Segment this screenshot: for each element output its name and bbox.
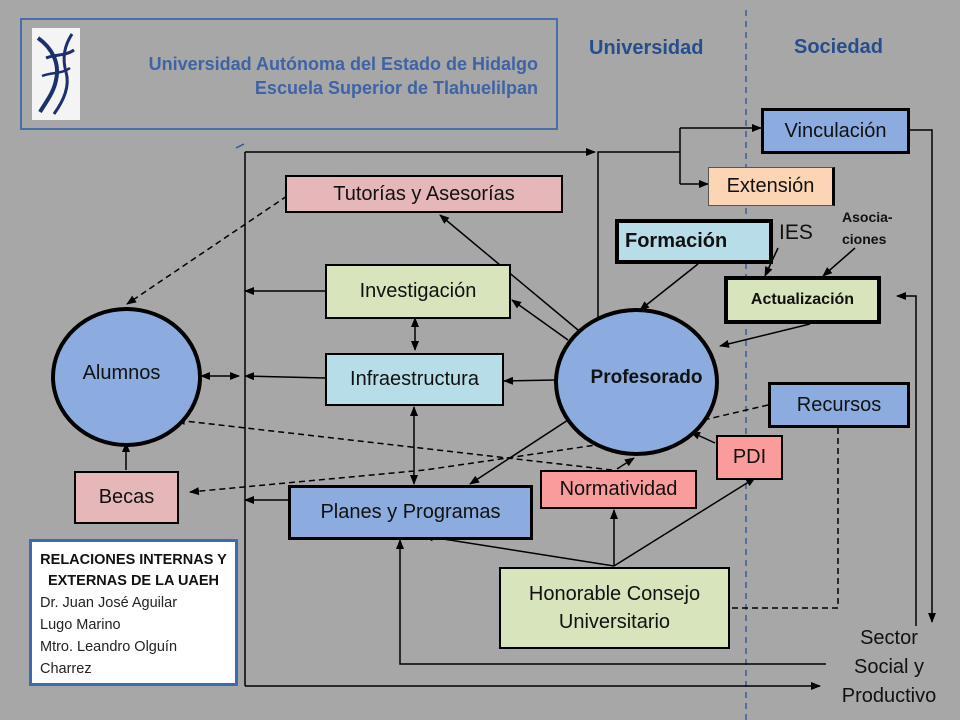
connector-recursos-alumnos <box>189 404 769 496</box>
phoenix-logo-icon <box>36 33 75 115</box>
connector-norm <box>616 457 635 470</box>
node-vinculacion: Vinculación <box>761 108 910 154</box>
node-alumnos: Alumnos <box>51 307 202 447</box>
node-planes: Planes y Programas <box>288 485 533 540</box>
connector-prof-inv <box>511 299 569 341</box>
credits-title: RELACIONES INTERNAS Y EXTERNAS DE LA UAE… <box>40 552 227 589</box>
university-logo <box>32 28 80 120</box>
connector-norm-alumnos <box>175 417 613 471</box>
connector-consejo-pdi <box>613 477 756 567</box>
alumnos-label: Alumnos <box>82 361 161 384</box>
connector-prof-planes <box>469 419 569 485</box>
connector-consejo-planes <box>423 533 615 567</box>
credits-line-2: Lugo Marino <box>40 617 121 633</box>
label-asociaciones: Asocia- ciones <box>842 209 893 247</box>
node-consejo: Honorable Consejo Universitario <box>499 567 730 649</box>
connector-sector-planes <box>396 539 826 665</box>
node-becas: Becas <box>74 471 179 524</box>
header-panel: Universidad Autónoma del Estado de Hidal… <box>20 18 558 130</box>
label-ies: IES <box>779 221 813 244</box>
node-pdi: PDI <box>716 435 783 480</box>
connector-recursos-down <box>730 428 839 609</box>
column-universidad: Universidad <box>589 37 704 59</box>
connector-formacion <box>639 263 699 311</box>
node-recursos: Recursos <box>768 382 910 428</box>
connector-sector-actual <box>896 292 917 626</box>
node-formacion: Formación <box>615 219 773 264</box>
node-infraestructura: Infraestructura <box>325 353 504 406</box>
node-extension: Extensión <box>708 167 835 206</box>
connector-prof-infra <box>503 376 557 385</box>
connector-infra <box>244 372 326 381</box>
node-profesorado: Profesorado <box>554 308 719 456</box>
connector-tutorias-alumnos <box>126 195 288 305</box>
connector-asoc <box>822 247 856 277</box>
credits-line-3: Mtro. Leandro Olguín <box>40 639 178 655</box>
credits-line-1: Dr. Juan José Aguilar <box>40 595 178 611</box>
university-name: Universidad Autónoma del Estado de Hidal… <box>148 54 538 74</box>
node-actualizacion: Actualización <box>724 276 881 324</box>
connector-prof-up <box>597 151 680 318</box>
header-title: Universidad Autónoma del Estado de Hidal… <box>149 52 538 100</box>
column-sociedad: Sociedad <box>794 36 883 58</box>
credits-panel: RELACIONES INTERNAS Y EXTERNAS DE LA UAE… <box>29 539 238 686</box>
connector-vinc-sector <box>910 129 936 623</box>
node-sector: Sector Social y Productivo <box>841 627 937 707</box>
node-investigacion: Investigación <box>325 264 511 319</box>
school-name: Escuela Superior de Tlahuelilpan <box>254 78 538 98</box>
connector-actualizacion <box>719 323 811 348</box>
profesorado-label: Profesorado <box>590 367 703 388</box>
credits-line-4: Charrez <box>40 661 92 677</box>
node-tutorias: Tutorías y Asesorías <box>285 175 563 213</box>
node-normatividad: Normatividad <box>540 470 697 509</box>
tick-mark <box>235 143 245 149</box>
